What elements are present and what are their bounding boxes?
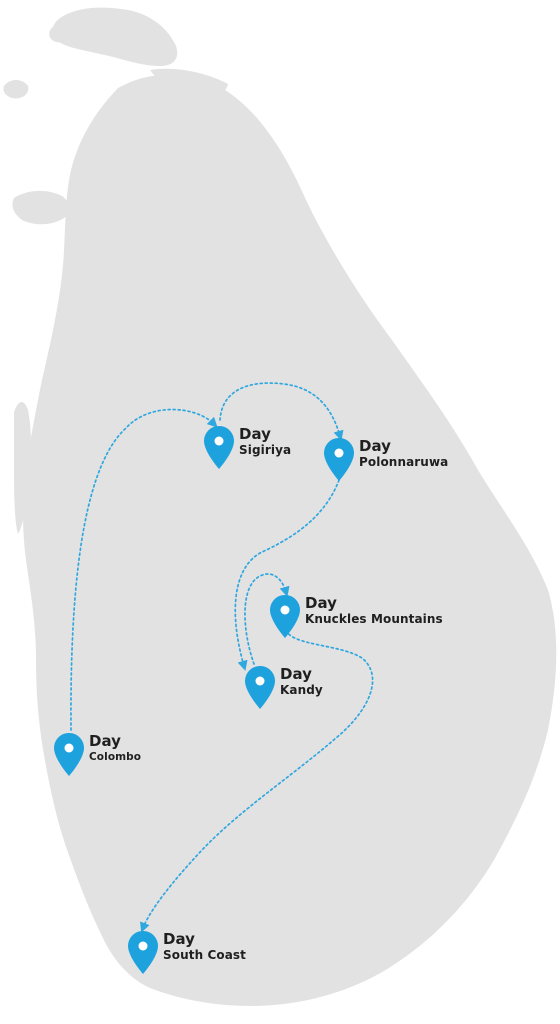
map-pin-icon: [324, 438, 354, 481]
route-polonnaruwa-to-kandy: [234, 479, 340, 671]
tour-route: [70, 382, 374, 933]
stop-place-name: Colombo: [89, 751, 142, 763]
stop-day-label: Day: [305, 594, 337, 612]
stop-day-label: Day: [163, 930, 195, 948]
stop-place-name: Knuckles Mountains: [305, 612, 443, 626]
stop-day-label: Day: [280, 665, 312, 683]
stop-label: Day Colombo: [89, 733, 141, 765]
route-knuckles-to-south-coast: [140, 629, 374, 933]
stop-label: Day Polonnaruwa: [359, 438, 448, 470]
route-kandy-to-knuckles: [244, 573, 290, 665]
route-colombo-to-sigiriya: [70, 408, 218, 731]
stop-label: Day Knuckles Mountains: [305, 595, 443, 627]
western-spit: [14, 401, 31, 534]
karaitivu-island: [49, 24, 71, 43]
small-island-west: [3, 80, 29, 99]
stop-day-label: Day: [239, 425, 271, 443]
map-pin-icon: [245, 666, 275, 709]
map-pin-icon: [204, 426, 234, 469]
stop-place-name: Sigiriya: [239, 443, 292, 457]
map-pin-icon: [128, 931, 158, 974]
kalpitiya-islet: [12, 190, 70, 225]
route-sigiriya-to-polonnaruwa: [219, 382, 344, 441]
sri-lanka-landmass: [23, 74, 557, 1006]
map-pin-icon: [54, 733, 84, 776]
delft-island: [52, 7, 178, 66]
stop-label: Day South Coast: [163, 931, 246, 963]
stop-day-label: Day: [359, 437, 391, 455]
stop-label: Day Kandy: [280, 666, 323, 698]
stop-place-name: South Coast: [163, 948, 247, 962]
map-pin-icon: [270, 595, 300, 638]
stop-day-label: Day: [89, 732, 121, 750]
stop-place-name: Kandy: [280, 683, 323, 697]
stop-place-name: Polonnaruwa: [359, 455, 449, 469]
jaffna-peninsula: [97, 82, 206, 150]
stop-label: Day Sigiriya: [239, 426, 291, 458]
northern-strip: [150, 68, 228, 97]
